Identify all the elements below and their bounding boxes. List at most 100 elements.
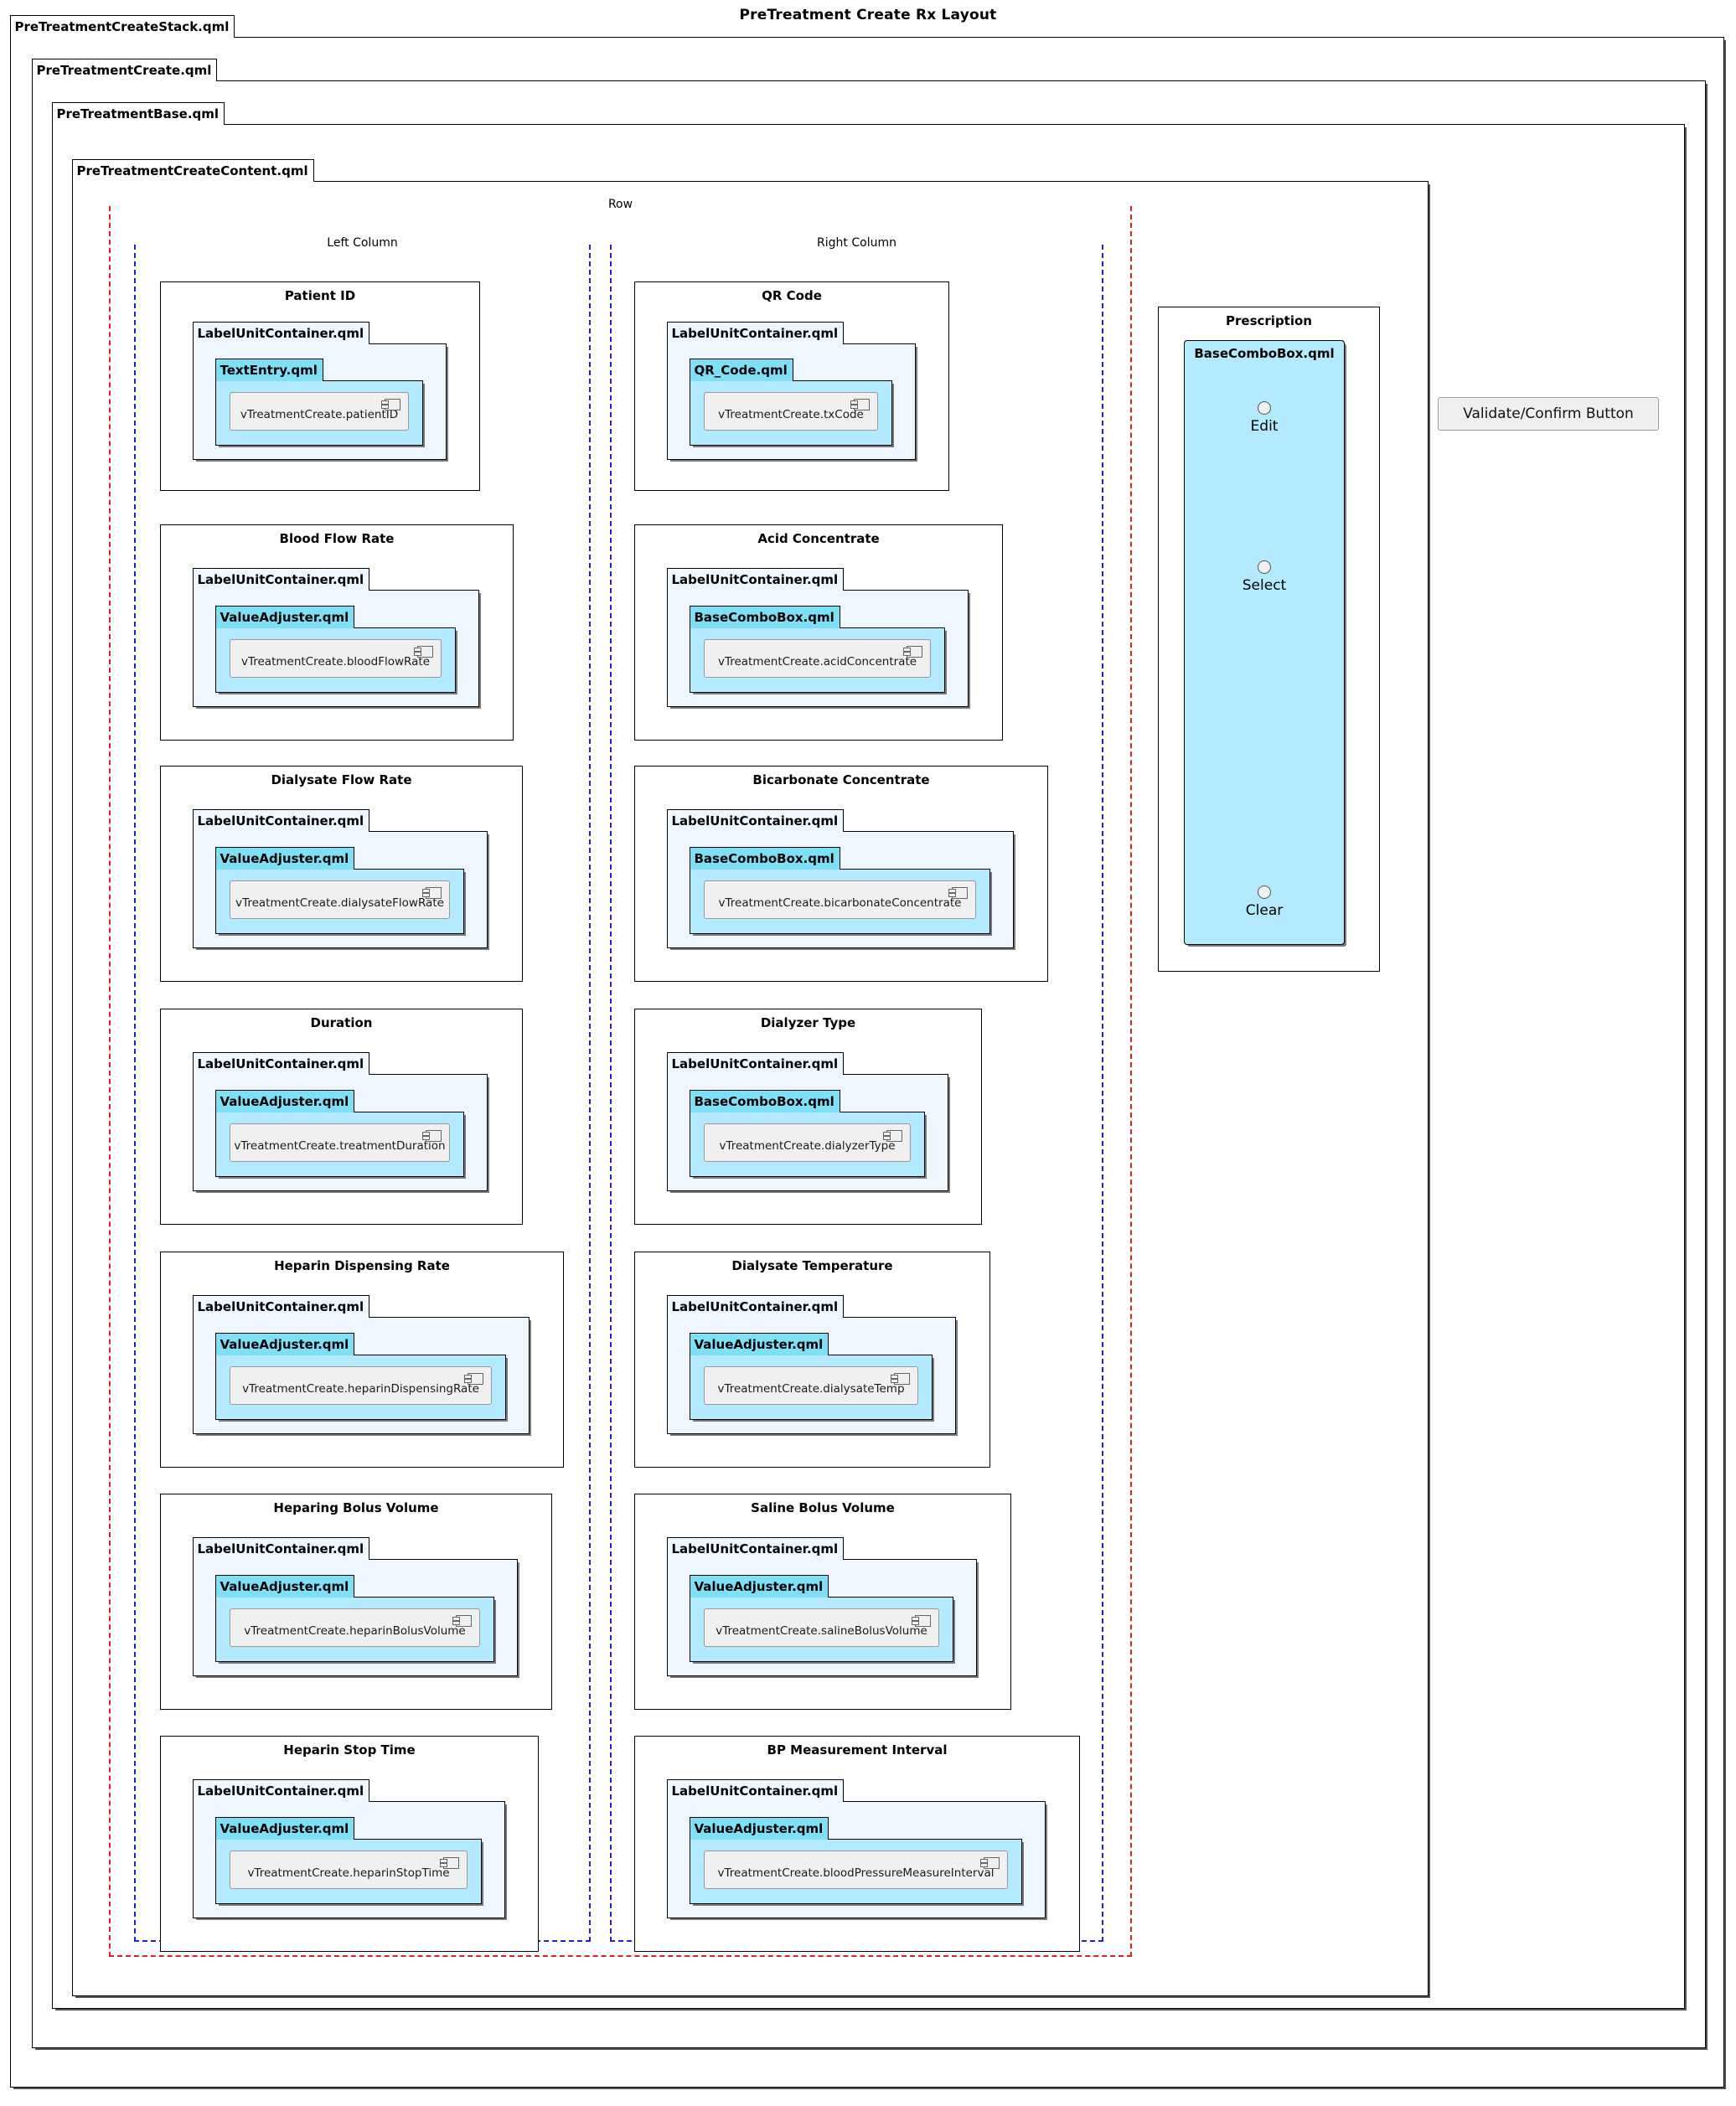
package-label-unit-container: LabelUnitContainer.qml ValueAdjuster.qml… — [192, 1295, 530, 1434]
folder-tab-slant-icon — [827, 1817, 839, 1840]
component-bp-measure-interval[interactable]: vTreatmentCreate.bloodPressureMeasureInt… — [704, 1850, 1008, 1889]
page-title: PreTreatment Create Rx Layout — [739, 7, 997, 23]
folder-tab-slant-icon — [353, 847, 364, 870]
prescription-combo-box[interactable]: BaseComboBox.qml Edit Select Clear — [1184, 340, 1345, 945]
component-dialysate-temp[interactable]: vTreatmentCreate.dialysateTemp — [704, 1366, 918, 1405]
component-dialysate-flow-rate[interactable]: vTreatmentCreate.dialysateFlowRate — [230, 880, 450, 919]
frame-tab-pretreatment-create-content: PreTreatmentCreateContent.qml — [71, 159, 314, 182]
frame-label: PreTreatmentCreateContent.qml — [76, 163, 308, 178]
package-label-unit-container: LabelUnitContainer.qml BaseComboBox.qml … — [666, 1052, 948, 1191]
folder-tab-slant-icon — [233, 15, 245, 39]
package-tab-label-unit-container: LabelUnitContainer.qml — [666, 809, 845, 832]
package-tab-base-combo-box: BaseComboBox.qml — [689, 1090, 840, 1112]
package-text-entry: TextEntry.qml vTreatmentCreate.patientID — [214, 359, 423, 446]
component-dialyzer-type[interactable]: vTreatmentCreate.dialyzerType — [704, 1123, 911, 1162]
component-label: vTreatmentCreate.salineBolusVolume — [716, 1624, 927, 1638]
package-label-unit-container: LabelUnitContainer.qml BaseComboBox.qml … — [666, 568, 969, 707]
component-label: vTreatmentCreate.dialysateFlowRate — [235, 896, 444, 910]
package-label-unit-container: LabelUnitContainer.qml ValueAdjuster.qml… — [666, 1779, 1046, 1918]
combo-item-edit[interactable]: Edit — [1185, 401, 1344, 435]
card-title: QR Code — [762, 288, 822, 303]
component-heparin-stop-time[interactable]: vTreatmentCreate.heparinStopTime — [230, 1850, 468, 1889]
component-label: vTreatmentCreate.bloodPressureMeasureInt… — [717, 1866, 995, 1880]
folder-tab-slant-icon — [839, 606, 850, 629]
package-value-adjuster: ValueAdjuster.qml vTreatmentCreate.hepar… — [214, 1575, 494, 1662]
folder-tab-slant-icon — [353, 1817, 364, 1840]
card-dialysate-flow-rate: Dialysate Flow Rate LabelUnitContainer.q… — [160, 766, 523, 982]
package-base-combo-box: BaseComboBox.qml vTreatmentCreate.bicarb… — [689, 847, 990, 934]
component-patient-id[interactable]: vTreatmentCreate.patientID — [230, 392, 409, 431]
combo-item-clear[interactable]: Clear — [1185, 885, 1344, 919]
package-tab-value-adjuster: ValueAdjuster.qml — [214, 606, 355, 628]
card-title: Saline Bolus Volume — [751, 1500, 895, 1515]
package-tab-value-adjuster: ValueAdjuster.qml — [214, 1090, 355, 1112]
card-title: Dialysate Flow Rate — [271, 772, 412, 787]
package-tab-label-unit-container: LabelUnitContainer.qml — [192, 1537, 370, 1560]
component-acid-concentrate[interactable]: vTreatmentCreate.acidConcentrate — [704, 639, 931, 678]
component-saline-bolus-volume[interactable]: vTreatmentCreate.salineBolusVolume — [704, 1608, 939, 1647]
card-title: Patient ID — [284, 288, 356, 303]
card-heparin-bolus-volume: Heparing Bolus Volume LabelUnitContainer… — [160, 1494, 552, 1710]
card-title: Prescription — [1226, 313, 1312, 328]
package-label-unit-container: LabelUnitContainer.qml ValueAdjuster.qml… — [192, 1537, 518, 1676]
package-tab-value-adjuster: ValueAdjuster.qml — [214, 847, 355, 870]
folder-tab-slant-icon — [368, 1779, 380, 1803]
package-tab-label-unit-container: LabelUnitContainer.qml — [666, 1295, 845, 1318]
component-blood-flow-rate[interactable]: vTreatmentCreate.bloodFlowRate — [230, 639, 442, 678]
package-tab-value-adjuster: ValueAdjuster.qml — [689, 1333, 829, 1355]
package-tab-value-adjuster: ValueAdjuster.qml — [214, 1817, 355, 1840]
package-label-unit-container: LabelUnitContainer.qml TextEntry.qml vTr… — [192, 322, 447, 460]
component-label: vTreatmentCreate.dialyzerType — [719, 1139, 896, 1153]
package-label-unit-container: LabelUnitContainer.qml ValueAdjuster.qml… — [666, 1537, 977, 1676]
folder-tab-slant-icon — [368, 1052, 380, 1076]
folder-tab-slant-icon — [353, 1333, 364, 1356]
card-bicarbonate-concentrate: Bicarbonate Concentrate LabelUnitContain… — [634, 766, 1048, 982]
package-value-adjuster: ValueAdjuster.qml vTreatmentCreate.salin… — [689, 1575, 953, 1662]
component-tx-code[interactable]: vTreatmentCreate.txCode — [704, 392, 878, 431]
component-icon — [883, 1130, 902, 1142]
radio-circle-icon — [1258, 885, 1271, 899]
folder-tab-slant-icon — [842, 1779, 854, 1803]
card-acid-concentrate: Acid Concentrate LabelUnitContainer.qml … — [634, 524, 1003, 741]
folder-tab-slant-icon — [839, 1090, 850, 1113]
package-tab-base-combo-box: BaseComboBox.qml — [689, 847, 840, 870]
package-value-adjuster: ValueAdjuster.qml vTreatmentCreate.treat… — [214, 1090, 464, 1177]
component-label: vTreatmentCreate.acidConcentrate — [717, 655, 917, 668]
package-tab-label-unit-container: LabelUnitContainer.qml — [666, 322, 845, 344]
package-tab-base-combo-box: BaseComboBox.qml — [689, 606, 840, 628]
package-label-unit-container: LabelUnitContainer.qml ValueAdjuster.qml… — [192, 1052, 488, 1191]
folder-tab-slant-icon — [353, 1575, 364, 1598]
component-icon — [980, 1857, 1000, 1869]
card-title: Acid Concentrate — [757, 531, 880, 546]
component-heparin-dispensing-rate[interactable]: vTreatmentCreate.heparinDispensingRate — [230, 1366, 492, 1405]
group-left-column-label: Left Column — [136, 236, 589, 250]
package-value-adjuster: ValueAdjuster.qml vTreatmentCreate.dialy… — [689, 1333, 933, 1420]
package-tab-value-adjuster: ValueAdjuster.qml — [214, 1575, 355, 1598]
component-heparin-bolus-volume[interactable]: vTreatmentCreate.heparinBolusVolume — [230, 1608, 480, 1647]
package-base-combo-box: BaseComboBox.qml vTreatmentCreate.acidCo… — [689, 606, 945, 693]
package-tab-label-unit-container: LabelUnitContainer.qml — [666, 568, 845, 591]
package-label-unit-container: LabelUnitContainer.qml BaseComboBox.qml … — [666, 809, 1014, 948]
package-tab-value-adjuster: ValueAdjuster.qml — [214, 1333, 355, 1355]
package-value-adjuster: ValueAdjuster.qml vTreatmentCreate.hepar… — [214, 1333, 506, 1420]
package-qr-code: QR_Code.qml vTreatmentCreate.txCode — [689, 359, 892, 446]
card-dialyzer-type: Dialyzer Type LabelUnitContainer.qml Bas… — [634, 1009, 982, 1225]
package-label-unit-container: LabelUnitContainer.qml ValueAdjuster.qml… — [192, 1779, 505, 1918]
folder-tab-slant-icon — [313, 159, 324, 183]
folder-tab-slant-icon — [827, 1575, 839, 1598]
frame-tab-pretreatment-create-stack: PreTreatmentCreateStack.qml — [9, 15, 235, 38]
group-row: Row — [109, 198, 1132, 1957]
card-title: Blood Flow Rate — [279, 531, 395, 546]
component-icon — [381, 399, 400, 410]
folder-tab-slant-icon — [842, 1052, 854, 1076]
folder-tab-slant-icon — [827, 1333, 839, 1356]
component-treatment-duration[interactable]: vTreatmentCreate.treatmentDuration — [230, 1123, 450, 1162]
group-left-column: Left Column — [134, 236, 591, 1942]
component-icon — [850, 399, 870, 410]
folder-tab-slant-icon — [368, 1295, 380, 1319]
card-patient-id: Patient ID LabelUnitContainer.qml TextEn… — [160, 281, 480, 491]
validate-confirm-button[interactable]: Validate/Confirm Button — [1438, 397, 1659, 431]
component-bicarbonate-concentrate[interactable]: vTreatmentCreate.bicarbonateConcentrate — [704, 880, 976, 919]
package-tab-label-unit-container: LabelUnitContainer.qml — [192, 1295, 370, 1318]
combo-item-select[interactable]: Select — [1185, 560, 1344, 594]
